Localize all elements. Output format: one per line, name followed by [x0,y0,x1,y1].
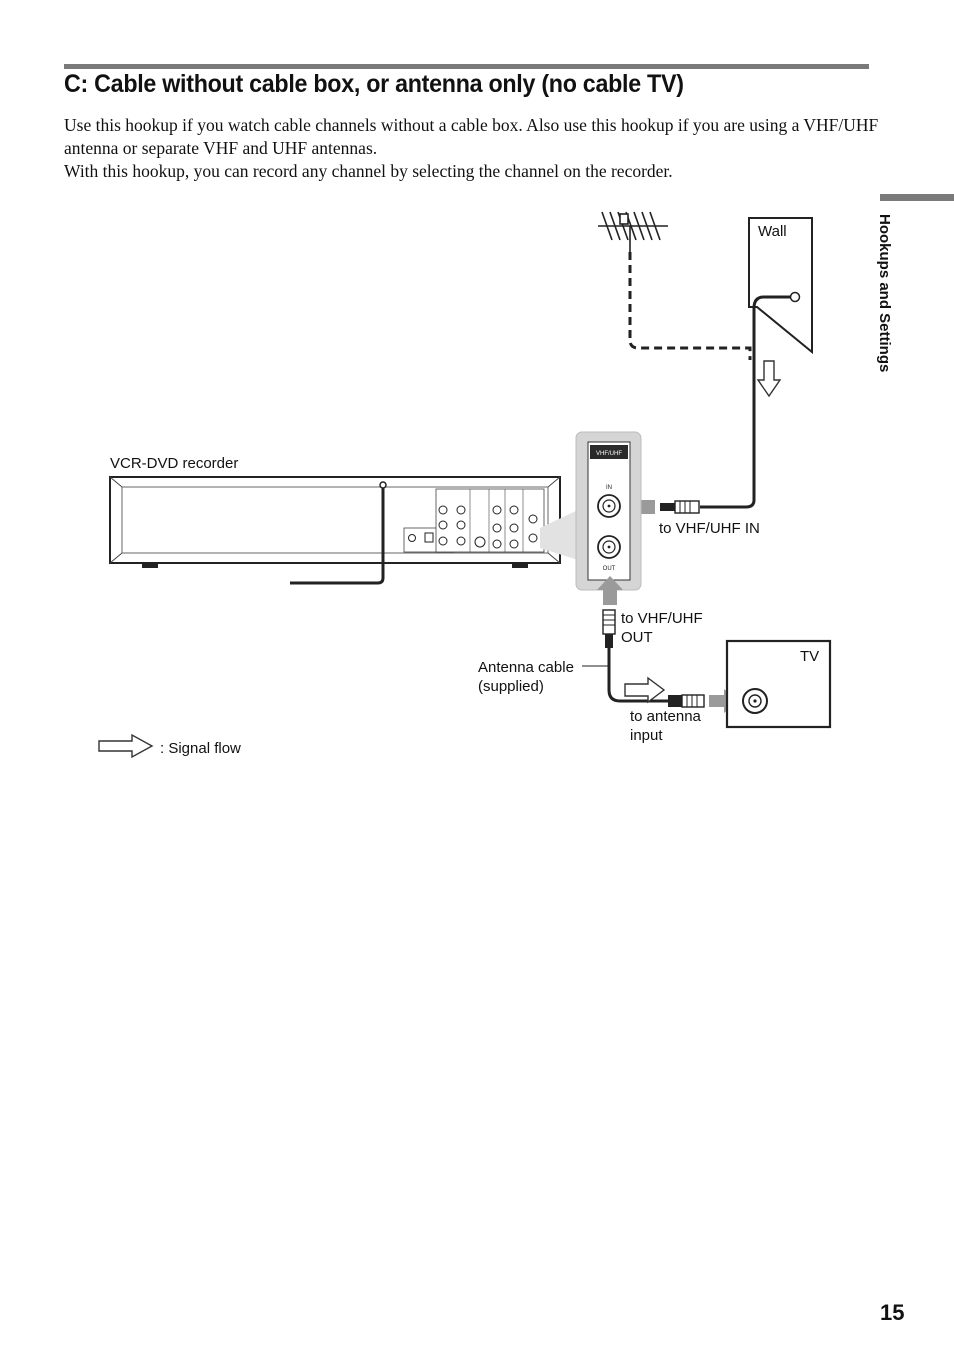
grey-arrow-out [597,576,623,605]
out-plug-icon [602,609,616,648]
recorder-device [109,476,561,568]
to-vhf-uhf-out-label-2: OUT [621,629,653,646]
signal-flow-arrow-down [756,360,782,398]
tv-device [725,639,832,729]
to-antenna-input-label-2: input [630,727,663,744]
antenna-cable [607,648,668,703]
top-rule [64,64,869,69]
page-number: 15 [880,1300,905,1325]
antenna-cable-label-1: Antenna cable [478,659,574,676]
to-vhf-uhf-out-label-1: to VHF/UHF [621,610,703,627]
wall-label: Wall [758,223,787,240]
panel-title: VHF/UHF [596,451,622,457]
tv-plug-icon [668,694,705,708]
vhf-uhf-panel [575,431,642,591]
to-antenna-input-label-1: to antenna [630,708,702,725]
panel-in-label: IN [606,485,612,491]
side-tab-bar [880,194,954,201]
wall-cable [700,295,791,509]
antenna-icon [598,211,668,252]
signal-flow-legend-icon [98,733,154,759]
callout-wedge [540,510,578,560]
antenna-lead-dashed [628,252,752,360]
power-cord [290,483,385,585]
signal-flow-arrow-right [624,676,666,704]
panel-out-label: OUT [603,566,616,572]
paragraph-2: With this hookup, you can record any cha… [64,161,673,181]
paragraph-1: Use this hookup if you watch cable chann… [64,115,879,158]
to-vhf-uhf-in-label: to VHF/UHF IN [659,520,760,537]
signal-flow-legend-label: : Signal flow [160,740,241,757]
tv-label: TV [800,648,819,665]
body-text: Use this hookup if you watch cable chann… [64,114,879,183]
section-heading: C: Cable without cable box, or antenna o… [64,70,684,98]
in-plug-icon [660,500,700,514]
antenna-cable-label-2: (supplied) [478,678,544,695]
recorder-label: VCR-DVD recorder [110,455,238,472]
